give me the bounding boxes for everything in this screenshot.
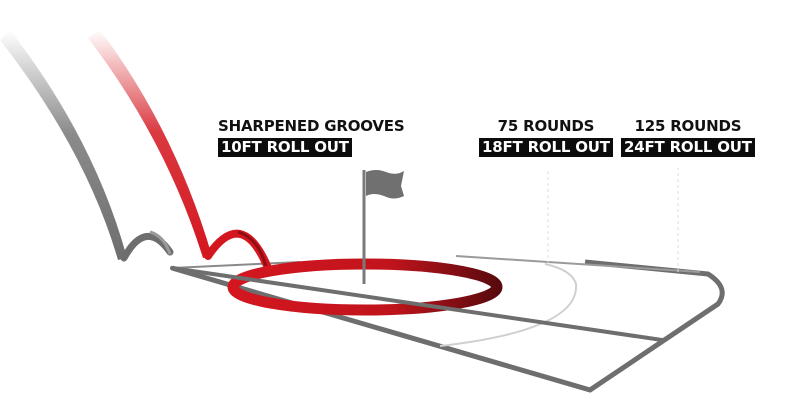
label-75-heading: 75 ROUNDS [497, 117, 595, 135]
label-125-rollout: 24FT ROLL OUT [621, 138, 755, 157]
flag-icon [362, 170, 404, 284]
label-sharpened-grooves: SHARPENED GROOVES 10FT ROLL OUT [218, 117, 405, 157]
green-outline [171, 255, 725, 393]
label-125-rounds: 125 ROUNDS 24FT ROLL OUT [621, 117, 755, 157]
label-sharpened-rollout: 10FT ROLL OUT [218, 138, 352, 157]
label-75-rollout: 18FT ROLL OUT [479, 138, 613, 157]
label-125-heading: 125 ROUNDS [634, 117, 742, 135]
label-sharpened-heading: SHARPENED GROOVES [218, 117, 405, 135]
roll-path [170, 266, 664, 342]
red-ball-trajectory [88, 30, 272, 272]
label-75-rounds: 75 ROUNDS 18FT ROLL OUT [479, 117, 613, 157]
distance-arcs [439, 168, 679, 347]
gray-ball-trajectory [0, 30, 174, 262]
